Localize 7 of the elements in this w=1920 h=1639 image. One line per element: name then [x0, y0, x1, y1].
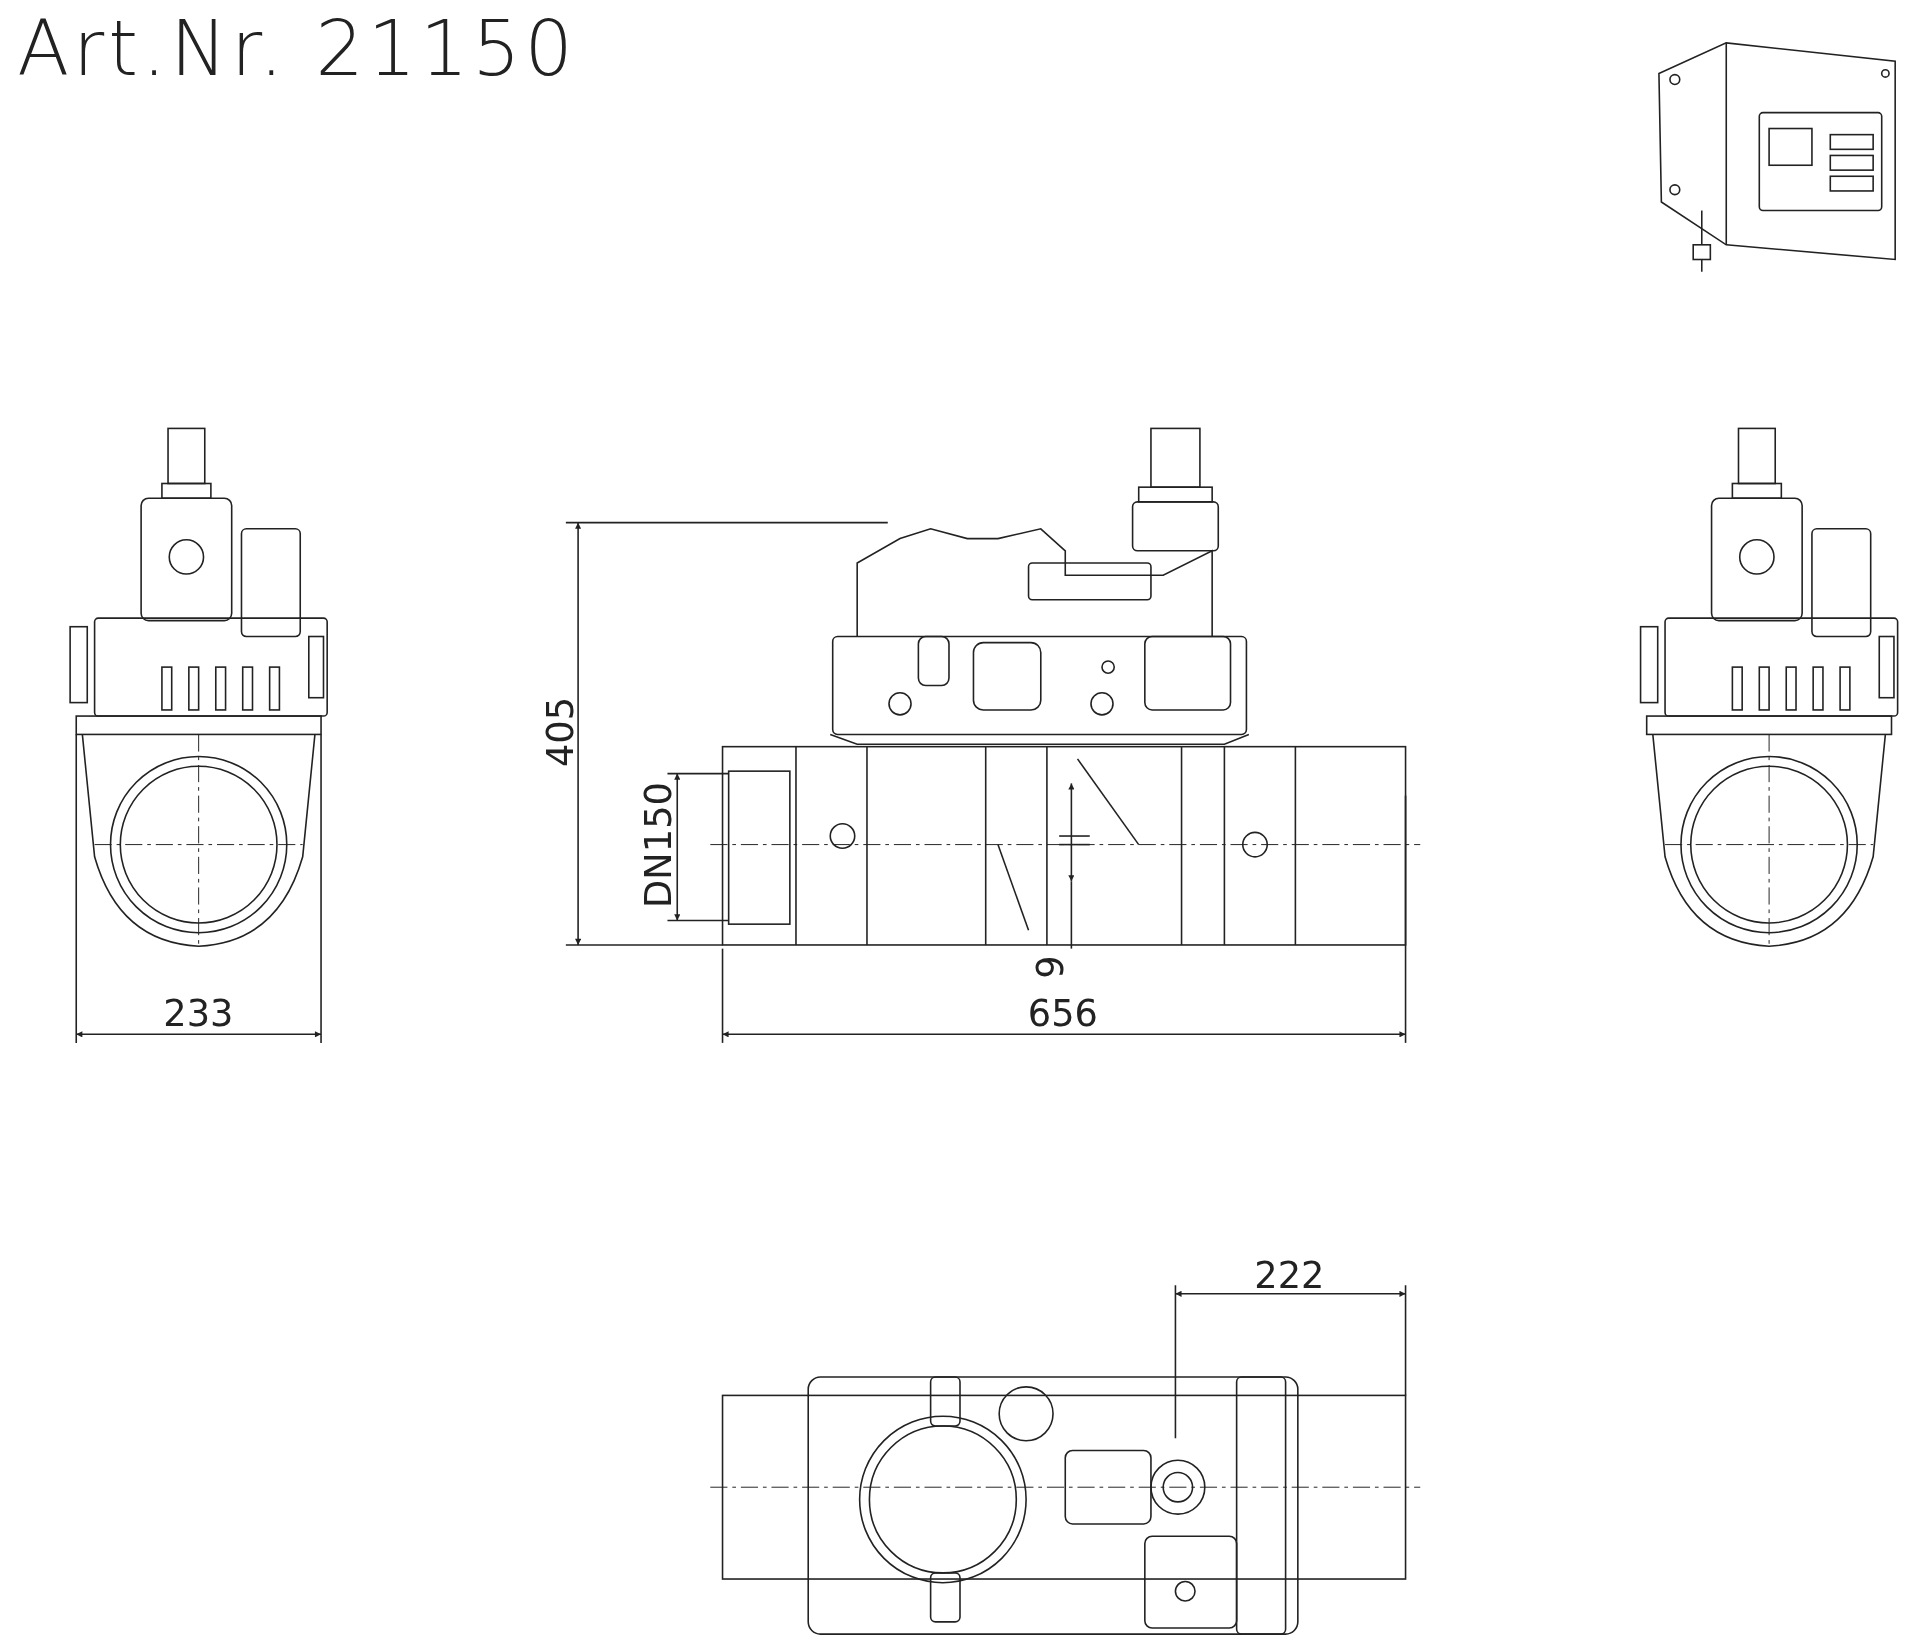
- dimension-value: 9: [1032, 955, 1069, 980]
- dimension-value: 656: [1027, 995, 1098, 1033]
- dimension-value: 222: [1254, 1257, 1325, 1295]
- article-number-title: Art.Nr. 21150: [17, 12, 577, 89]
- dimension-value: DN150: [640, 782, 678, 908]
- dimension-value: 233: [163, 995, 234, 1033]
- dimension-value: 405: [542, 697, 580, 768]
